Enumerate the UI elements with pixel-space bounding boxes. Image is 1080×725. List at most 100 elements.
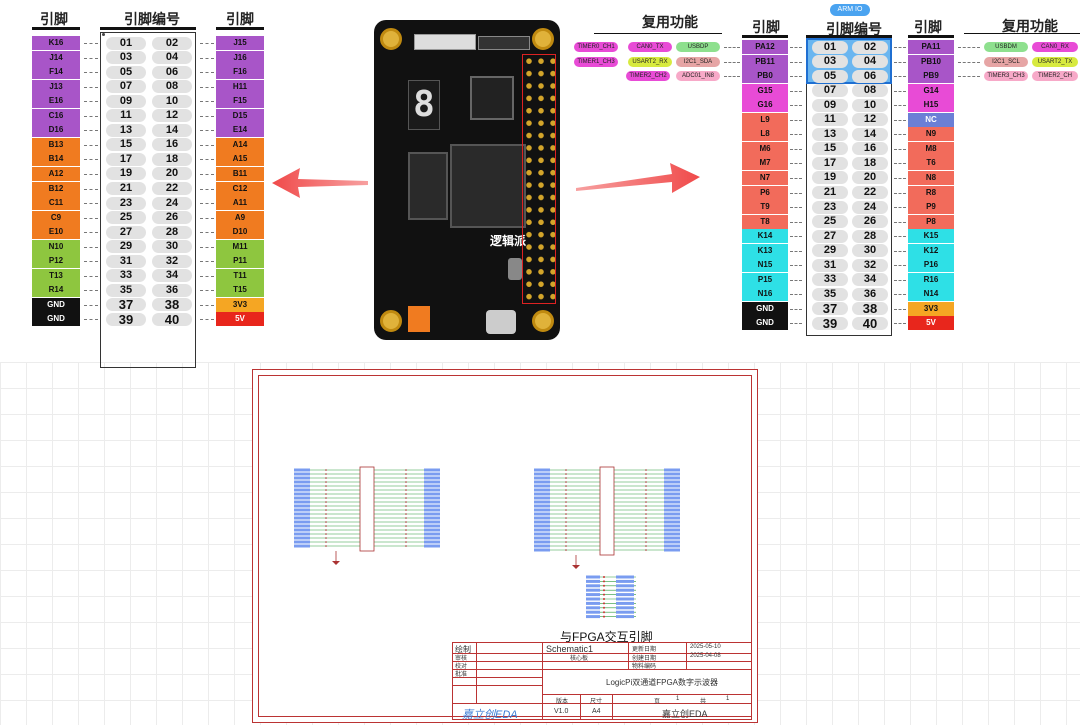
func-connector-dash [724, 47, 740, 48]
left-pin-label-left: D16 [32, 123, 80, 138]
title-block-rule [452, 685, 542, 686]
schematic-junction [565, 521, 567, 523]
board-fpc-connector [478, 36, 530, 50]
func-connector-dash [724, 76, 740, 78]
schematic-junction [325, 477, 327, 479]
schematic-junction [325, 473, 327, 475]
schematic-net-label [294, 492, 310, 496]
right-pin-label-right: G14 [908, 83, 954, 98]
right-pin-number-even: 34 [852, 273, 888, 287]
board-mount-hole-br [532, 310, 554, 332]
right-pin-number-even: 20 [852, 171, 888, 185]
schematic-net-label [664, 548, 680, 552]
schematic-junction [645, 501, 647, 503]
left-connector-dash [200, 72, 214, 74]
right-connector-dash [894, 294, 906, 296]
right-pin-number-even: 18 [852, 156, 888, 170]
title-block-rule [452, 653, 752, 654]
left-connector-dash [200, 217, 214, 219]
left-header-underline-mid [100, 27, 196, 30]
schematic-net-label [294, 520, 310, 524]
schematic-net-label [664, 500, 680, 504]
schematic-junction [645, 493, 647, 495]
schematic-net-label [616, 601, 634, 605]
schematic-net-label [424, 540, 440, 544]
schematic-net-label [534, 472, 550, 476]
schematic-junction [405, 505, 407, 507]
schematic-junction [405, 533, 407, 535]
right-func-header-right: 复用功能 [1002, 18, 1058, 34]
alt-function-tag: USBDM [984, 42, 1028, 52]
left-pin-number-odd: 17 [106, 152, 146, 166]
schematic-net-label [424, 512, 440, 516]
schematic-net-label [664, 512, 680, 516]
tb-version: V1.0 [554, 708, 569, 715]
tb-company: 嘉立创EDA [662, 709, 708, 719]
board-header-pins [522, 54, 556, 304]
left-pin-label-left: GND [32, 312, 80, 327]
schematic-net-label [294, 496, 310, 500]
right-pin-label-left: PB0 [742, 69, 788, 84]
schematic-header-symbol [359, 466, 375, 552]
left-pin-number-odd: 11 [106, 109, 146, 123]
right-pin-number-odd: 07 [812, 84, 848, 98]
schematic-junction [645, 481, 647, 483]
func-connector-dash [958, 61, 980, 63]
schematic-junction [645, 521, 647, 523]
left-pin-label-left: R14 [32, 283, 80, 298]
schematic-junction [645, 533, 647, 535]
right-pin-number-odd: 13 [812, 127, 848, 141]
schematic-junction [405, 501, 407, 503]
tb-brand-logo: 嘉立创EDA [462, 709, 518, 721]
schematic-net-label [534, 540, 550, 544]
tb-create-label: 创建日期 [632, 656, 657, 662]
alt-function-tag: CAN0_RX [1032, 42, 1078, 52]
schematic-net-label [424, 480, 440, 484]
schematic-net-label [534, 500, 550, 504]
tb-review-label: 审核 [455, 656, 468, 662]
schematic-net-label [424, 476, 440, 480]
board-mount-hole-tr [532, 28, 554, 50]
left-pin-label-right: A14 [216, 137, 264, 152]
schematic-net-label [664, 508, 680, 512]
left-pin-label-right: A15 [216, 152, 264, 167]
schematic-net-label [534, 544, 550, 548]
schematic-junction [565, 481, 567, 483]
schematic-net-label [424, 544, 440, 548]
left-pin-number-odd: 09 [106, 94, 146, 108]
left-connector-dash [200, 232, 214, 234]
left-pin-number-odd: 03 [106, 51, 146, 65]
schematic-net-label [294, 484, 310, 488]
left-connector-dash [84, 275, 98, 277]
title-block-rule [452, 677, 542, 678]
schematic-junction [645, 549, 647, 551]
left-pin-label-right: E14 [216, 123, 264, 138]
schematic-junction [565, 529, 567, 531]
left-pin-number-odd: 37 [106, 298, 146, 312]
left-connector-dash [84, 217, 98, 219]
schematic-junction [645, 541, 647, 543]
schematic-net-label [534, 508, 550, 512]
schematic-net-label [664, 536, 680, 540]
left-connector-dash [84, 203, 98, 205]
right-pin-label-right: PA11 [908, 40, 954, 54]
board-fpga-chip [450, 144, 526, 228]
schematic-net-label [534, 496, 550, 500]
schematic-junction [603, 580, 605, 583]
right-pin-number-even: 32 [852, 258, 888, 272]
right-connector-dash [894, 192, 906, 194]
right-pin-number-even: 08 [852, 84, 888, 98]
left-connector-dash [200, 86, 214, 88]
schematic-junction [405, 497, 407, 499]
right-pin-number-even: 38 [852, 302, 888, 316]
right-connector-dash [894, 134, 906, 136]
right-pin-number-even: 06 [852, 69, 888, 83]
right-connector-dash [894, 76, 906, 78]
right-header-pin-number: 引脚编号 [826, 21, 882, 37]
left-header-pin-number: 引脚编号 [124, 11, 180, 27]
left-pin-label-left: C9 [32, 210, 80, 225]
schematic-net-label [534, 536, 550, 540]
schematic-junction [405, 469, 407, 471]
tb-sheet-name: Schematic1 [546, 644, 594, 654]
schematic-net-label [294, 472, 310, 476]
